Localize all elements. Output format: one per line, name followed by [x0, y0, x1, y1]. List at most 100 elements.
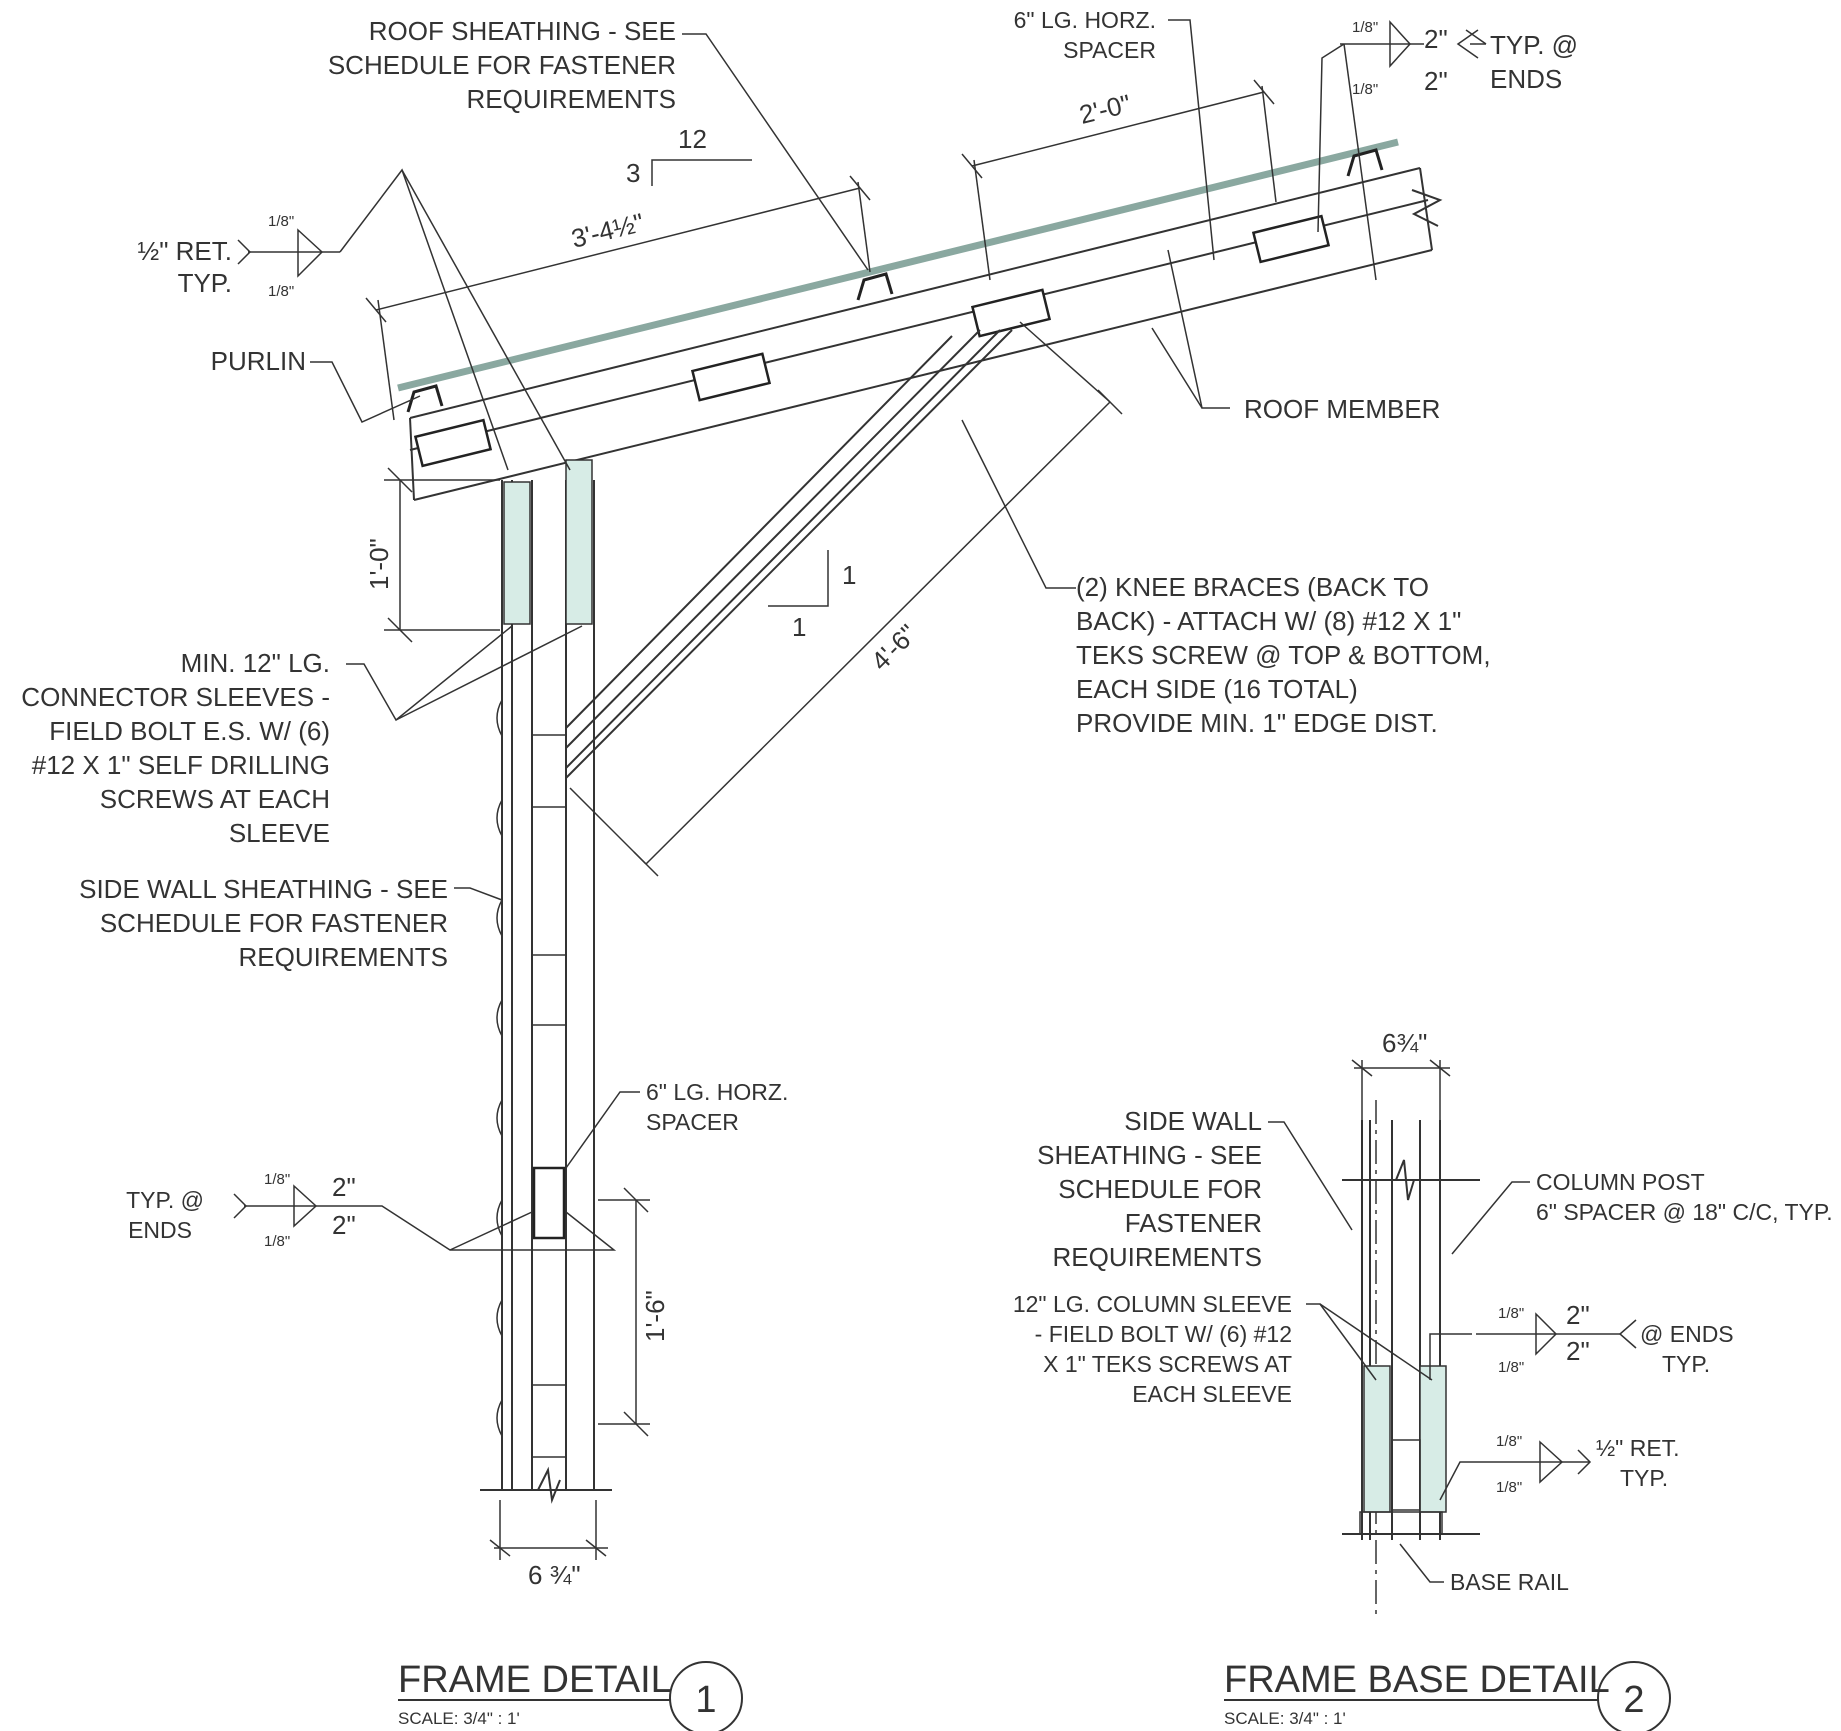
roof-member-bottom-line [413, 249, 1433, 501]
side-wall-corrugation [496, 699, 503, 1437]
column [480, 459, 612, 1504]
detail-1-bubble [669, 1661, 743, 1731]
annotation-text: SCHEDULE FOR FASTENER [100, 908, 448, 938]
slope-indicator-roof [651, 159, 752, 186]
purlin [1346, 148, 1384, 177]
slope-indicator-brace [768, 550, 829, 607]
typ-ends-bottom-label: TYP. @ [126, 1187, 204, 1213]
roof-member-label: ROOF MEMBER [1244, 394, 1440, 424]
annotation-text: 1/8" [268, 283, 294, 300]
annotation-text: 2" [1566, 1300, 1590, 1330]
break-line-roof [1411, 189, 1443, 227]
roof-sheathing [397, 138, 1399, 392]
annotation-text: ENDS [128, 1217, 192, 1243]
annotation-text: 2" [1424, 24, 1448, 54]
dim-purlin-spacing: 3'-4½" [568, 207, 647, 254]
purlin-label: PURLIN [211, 346, 306, 376]
annotation-text: REQUIREMENTS [1053, 1242, 1262, 1272]
detail-2-scale: SCALE: 3/4" : 1' [1224, 1709, 1346, 1728]
annotation-text: 1/8" [264, 1233, 290, 1250]
base-rail-label: BASE RAIL [1450, 1569, 1569, 1595]
detail-2-bubble [1597, 1661, 1671, 1731]
detail-1-title: FRAME DETAIL [398, 1659, 672, 1701]
dim-spacer-spacing: 2'-0" [1076, 88, 1133, 129]
purlin [406, 384, 444, 413]
column-spacer [532, 1166, 566, 1240]
annotation-text: 1/8" [1352, 81, 1378, 98]
roof-spacer [413, 418, 493, 468]
dim-column-spacer-spacing: 1'-6" [640, 1290, 670, 1342]
typ-ends-top-label: TYP. @ [1490, 30, 1578, 60]
roof-spacer [1251, 214, 1331, 264]
dim-base-width: 6¾" [1382, 1028, 1427, 1058]
horz-spacer-bottom-label: 6" LG. HORZ. [646, 1079, 788, 1105]
roof-assembly [397, 138, 1443, 501]
roof-spacer [690, 352, 772, 402]
dim-brace-length: 4'-6" [865, 618, 923, 676]
annotation-text: EACH SLEEVE [1132, 1381, 1292, 1407]
brace-slope-rise: 1 [842, 560, 856, 590]
roof-sheathing-label: ROOF SHEATHING - SEE [369, 16, 676, 46]
annotation-text: - FIELD BOLT W/ (6) #12 [1035, 1321, 1292, 1347]
slope-rise: 3 [626, 158, 640, 188]
text-detail-1: ROOF SHEATHING - SEE SCHEDULE FOR FASTEN… [21, 7, 1578, 1731]
annotation-text: 1/8" [1498, 1305, 1524, 1322]
dimensions-detail-1 [365, 79, 1277, 1560]
side-wall-sheathing-2-label: SIDE WALL [1124, 1106, 1262, 1136]
connector-sleeves-label: MIN. 12" LG. [181, 648, 330, 678]
annotation-text: TYP. [178, 268, 232, 298]
annotation-text: 6" SPACER @ 18" C/C, TYP. [1536, 1199, 1833, 1225]
detail-1-number: 1 [695, 1679, 716, 1721]
side-wall-sheathing-label: SIDE WALL SHEATHING - SEE [79, 874, 448, 904]
at-ends-label: @ ENDS [1640, 1321, 1734, 1347]
annotation-text: #12 X 1" SELF DRILLING [32, 750, 330, 780]
connector-sleeve [503, 481, 531, 625]
detail-2-number: 2 [1623, 1679, 1644, 1721]
roof-member-top-line [409, 167, 1421, 419]
ret-typ-label: ½" RET. [138, 236, 232, 266]
annotation-text: PROVIDE MIN. 1" EDGE DIST. [1076, 708, 1438, 738]
connector-sleeve [565, 459, 593, 625]
annotation-text: SCHEDULE FOR [1058, 1174, 1262, 1204]
annotation-text: 1/8" [268, 213, 294, 230]
detail-2-title: FRAME BASE DETAIL [1224, 1659, 1610, 1701]
leaders-detail-1 [310, 19, 1377, 1251]
annotation-text: 2" [1566, 1336, 1590, 1366]
annotation-text: 2" [332, 1210, 356, 1240]
slope-run: 12 [678, 124, 707, 154]
annotation-text: SPACER [1063, 37, 1156, 63]
annotation-text: 1/8" [1352, 19, 1378, 36]
annotation-text: TYP. [1662, 1351, 1710, 1377]
annotation-text: FIELD BOLT E.S. W/ (6) [49, 716, 330, 746]
purlin [856, 272, 894, 301]
annotation-text: 1/8" [1496, 1433, 1522, 1450]
dim-column-width: 6 ¾" [528, 1560, 581, 1590]
annotation-text: 1/8" [1496, 1479, 1522, 1496]
annotation-text: SCREWS AT EACH [100, 784, 330, 814]
horz-spacer-top-label: 6" LG. HORZ. [1014, 7, 1156, 33]
detail-1-scale: SCALE: 3/4" : 1' [398, 1709, 520, 1728]
annotation-text: FASTENER [1125, 1208, 1262, 1238]
annotation-text: REQUIREMENTS [467, 84, 676, 114]
weld-symbols-detail-1 [233, 20, 1487, 1228]
annotation-text: CONNECTOR SLEEVES - [21, 682, 330, 712]
annotation-text: TEKS SCREW @ TOP & BOTTOM, [1076, 640, 1491, 670]
annotation-text: 2" [332, 1172, 356, 1202]
knee-brace [565, 329, 1013, 779]
annotation-text: EACH SIDE (16 TOTAL) [1076, 674, 1358, 704]
annotation-text: 1/8" [264, 1171, 290, 1188]
roof-spacer [970, 288, 1052, 338]
column-sleeve-label: 12" LG. COLUMN SLEEVE [1013, 1291, 1292, 1317]
annotation-text: SCHEDULE FOR FASTENER [328, 50, 676, 80]
annotation-text: 1/8" [1498, 1359, 1524, 1376]
annotation-text: 2" [1424, 66, 1448, 96]
ret-typ-2-label: ½" RET. [1596, 1435, 1680, 1461]
text-detail-2: SIDE WALL SHEATHING - SEE SCHEDULE FOR F… [1013, 1028, 1833, 1731]
column-sleeve [1363, 1365, 1391, 1513]
column-sleeve [1419, 1365, 1447, 1513]
annotation-text: X 1" TEKS SCREWS AT [1043, 1351, 1292, 1377]
annotation-text: SPACER [646, 1109, 739, 1135]
annotation-text: SHEATHING - SEE [1037, 1140, 1262, 1170]
dim-sleeve-length: 1'-0" [364, 538, 394, 590]
